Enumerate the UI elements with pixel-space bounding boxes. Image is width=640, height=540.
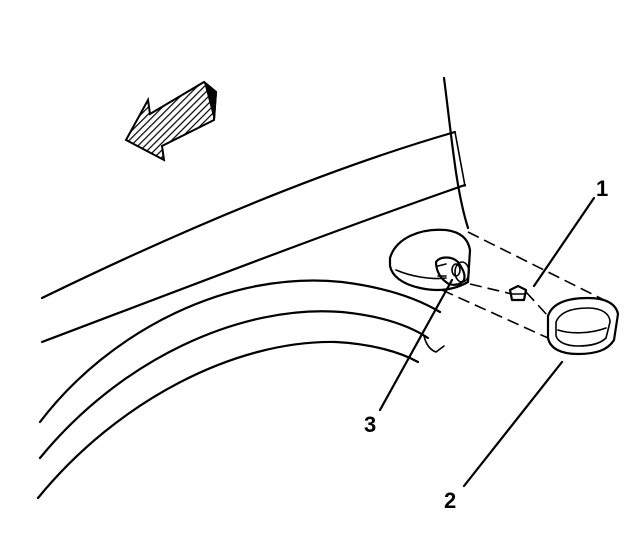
upper-crease-line — [40, 130, 457, 300]
assembly-lines — [441, 231, 605, 339]
leader-line-3 — [378, 278, 454, 412]
lower-crease-line — [40, 183, 467, 344]
crease-end-line — [454, 131, 466, 187]
bulb-socket — [434, 256, 470, 286]
forward-arrow-icon — [124, 80, 218, 162]
callout-label-2: 2 — [444, 488, 456, 513]
door-gap-line — [442, 76, 470, 230]
bulb — [508, 284, 528, 302]
callout-leaders — [378, 196, 596, 488]
callout-label-1: 1 — [596, 176, 608, 201]
wheel-arch-inner — [36, 340, 420, 500]
wheel-arch — [36, 279, 445, 500]
fender-body — [40, 76, 470, 344]
callout-label-3: 3 — [364, 412, 376, 437]
arch-lip — [423, 335, 445, 353]
side-marker-lamp — [546, 296, 620, 356]
leader-line-2 — [462, 360, 564, 488]
leader-line-1 — [532, 196, 596, 288]
wheel-arch-middle — [38, 310, 430, 460]
wheel-arch-outer — [38, 279, 442, 424]
